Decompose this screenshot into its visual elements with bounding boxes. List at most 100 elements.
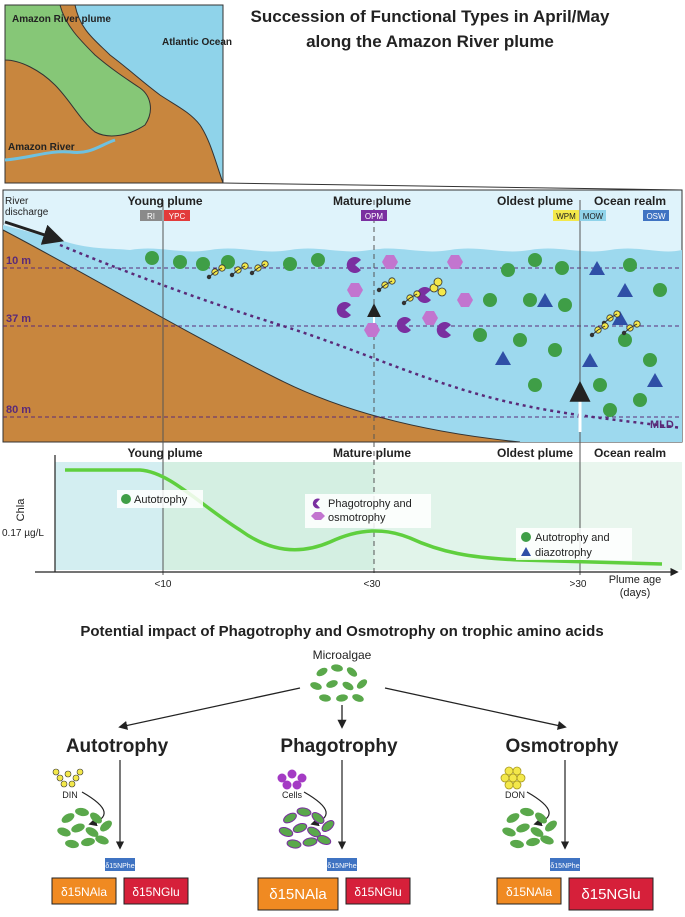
microalgae-label: Microalgae [313, 648, 372, 662]
diazotroph-cell [589, 261, 605, 275]
consumer-cell [510, 839, 524, 849]
glu-label: δ15NGlu [581, 886, 640, 903]
consumer-cell [296, 807, 312, 817]
consumer-cell [57, 827, 71, 837]
autotroph-cell [633, 393, 647, 407]
anno-diazo-box [516, 528, 632, 560]
tag-ri: RI [147, 212, 155, 221]
substrate-label: Cells [282, 790, 303, 800]
autotroph-cell [311, 253, 325, 267]
consumer-cell [506, 813, 520, 823]
anno-diazo-line2: diazotrophy [535, 547, 592, 559]
chla-xtick-gt30: >30 [570, 579, 587, 590]
cross-section: River discharge Young plume Mature plume… [2, 189, 683, 443]
consumer-cell [286, 839, 302, 849]
consumer-cell [71, 823, 85, 833]
water-mass-tags: RI YPC OPM WPM MOW OSW [140, 210, 669, 221]
phagotroph-cell [416, 287, 431, 303]
din-molecule [64, 770, 72, 778]
autotroph-cell [593, 378, 607, 392]
anno-phago-line1: Phagotrophy and [328, 498, 412, 510]
autotroph-cell [473, 328, 487, 342]
depth-80: 80 m [6, 404, 31, 416]
consumer-cell [540, 835, 554, 845]
microalgae-cell [326, 680, 338, 688]
autotroph-cell [145, 251, 159, 265]
uptake-arrow [81, 791, 105, 827]
autotroph-cell [483, 293, 497, 307]
ala-label: δ15NAla [269, 886, 327, 903]
microalgae-cell [319, 694, 331, 702]
tag-ypc: YPC [169, 212, 186, 221]
consumer-cell [283, 812, 297, 824]
consumer-cell [545, 820, 557, 832]
arrow-to-osmotrophy [384, 687, 567, 730]
autotroph-cell [558, 298, 572, 312]
anno-diazo-triangle [521, 547, 531, 556]
tag-osw: OSW [646, 212, 666, 221]
consumer-cell [65, 839, 79, 849]
autotroph-cell [528, 378, 542, 392]
osmotroph-cell [364, 323, 380, 337]
river-discharge-line1: River [5, 196, 29, 207]
depth-10: 10 m [6, 255, 31, 267]
consumer-cell [535, 812, 547, 824]
chla-y-tick: 0.17 µg/L [2, 528, 44, 539]
ala-box [496, 877, 562, 905]
tag-opm-box [361, 210, 387, 221]
substrate-label: DIN [62, 790, 78, 800]
phe-label: δ15NPhe [550, 863, 579, 870]
chla-xtick-30: <30 [364, 579, 381, 590]
don-particle [437, 287, 447, 297]
don-particle [433, 277, 443, 287]
diazotroph-cell [647, 373, 663, 387]
consumer-cell [516, 823, 530, 833]
stage-young: Young plume [127, 194, 202, 208]
ala-label: δ15NAla [61, 885, 107, 899]
glu-box [568, 877, 654, 911]
prey-cell [287, 769, 297, 779]
chla-stage-mature: Mature plume [333, 446, 411, 460]
microalgae-cell [316, 667, 328, 677]
osmotroph-cell [422, 311, 438, 325]
microalgae-cell [356, 679, 368, 689]
microalgae-cell [346, 667, 358, 677]
anno-autotrophy-symbol [121, 494, 131, 504]
prey-cell [292, 780, 302, 790]
tag-ypc-box [164, 210, 190, 221]
diazotroph-cell [617, 283, 633, 297]
consumer-cell [85, 827, 99, 837]
phe-box [327, 858, 357, 871]
din-molecule [56, 774, 64, 782]
phagotroph-cell [396, 317, 411, 333]
depth-37: 37 m [6, 313, 31, 325]
discharge-arrow [4, 220, 64, 245]
river-discharge-line2: discharge [5, 207, 49, 218]
autotroph-cell [513, 333, 527, 347]
consumer-cell [316, 835, 332, 845]
consumer-cell [81, 837, 95, 847]
chla-x-label-1: Plume age [609, 574, 662, 586]
phagotroph-cell [436, 322, 451, 338]
consumer-cell [520, 807, 534, 817]
chla-stage-ocean: Ocean realm [594, 446, 666, 460]
tag-wpm-box [553, 210, 579, 221]
consumer-cell [321, 820, 335, 832]
phe-box [105, 858, 135, 871]
title-line1: Succession of Functional Types in April/… [251, 7, 610, 26]
autotroph-cell [173, 255, 187, 269]
column-title: Phagotrophy [280, 736, 398, 757]
anno-osmo-symbol [311, 512, 325, 520]
autotroph-cell [528, 253, 542, 267]
phe-label: δ15NPhe [105, 863, 134, 870]
title-line2: along the Amazon River plume [306, 32, 554, 51]
don-particle [429, 283, 439, 293]
din-molecule [72, 774, 80, 782]
autotroph-cell [653, 283, 667, 297]
microalgae-cell [310, 682, 322, 690]
autotroph-cell [623, 258, 637, 272]
stage-mature: Mature plume [333, 194, 411, 208]
